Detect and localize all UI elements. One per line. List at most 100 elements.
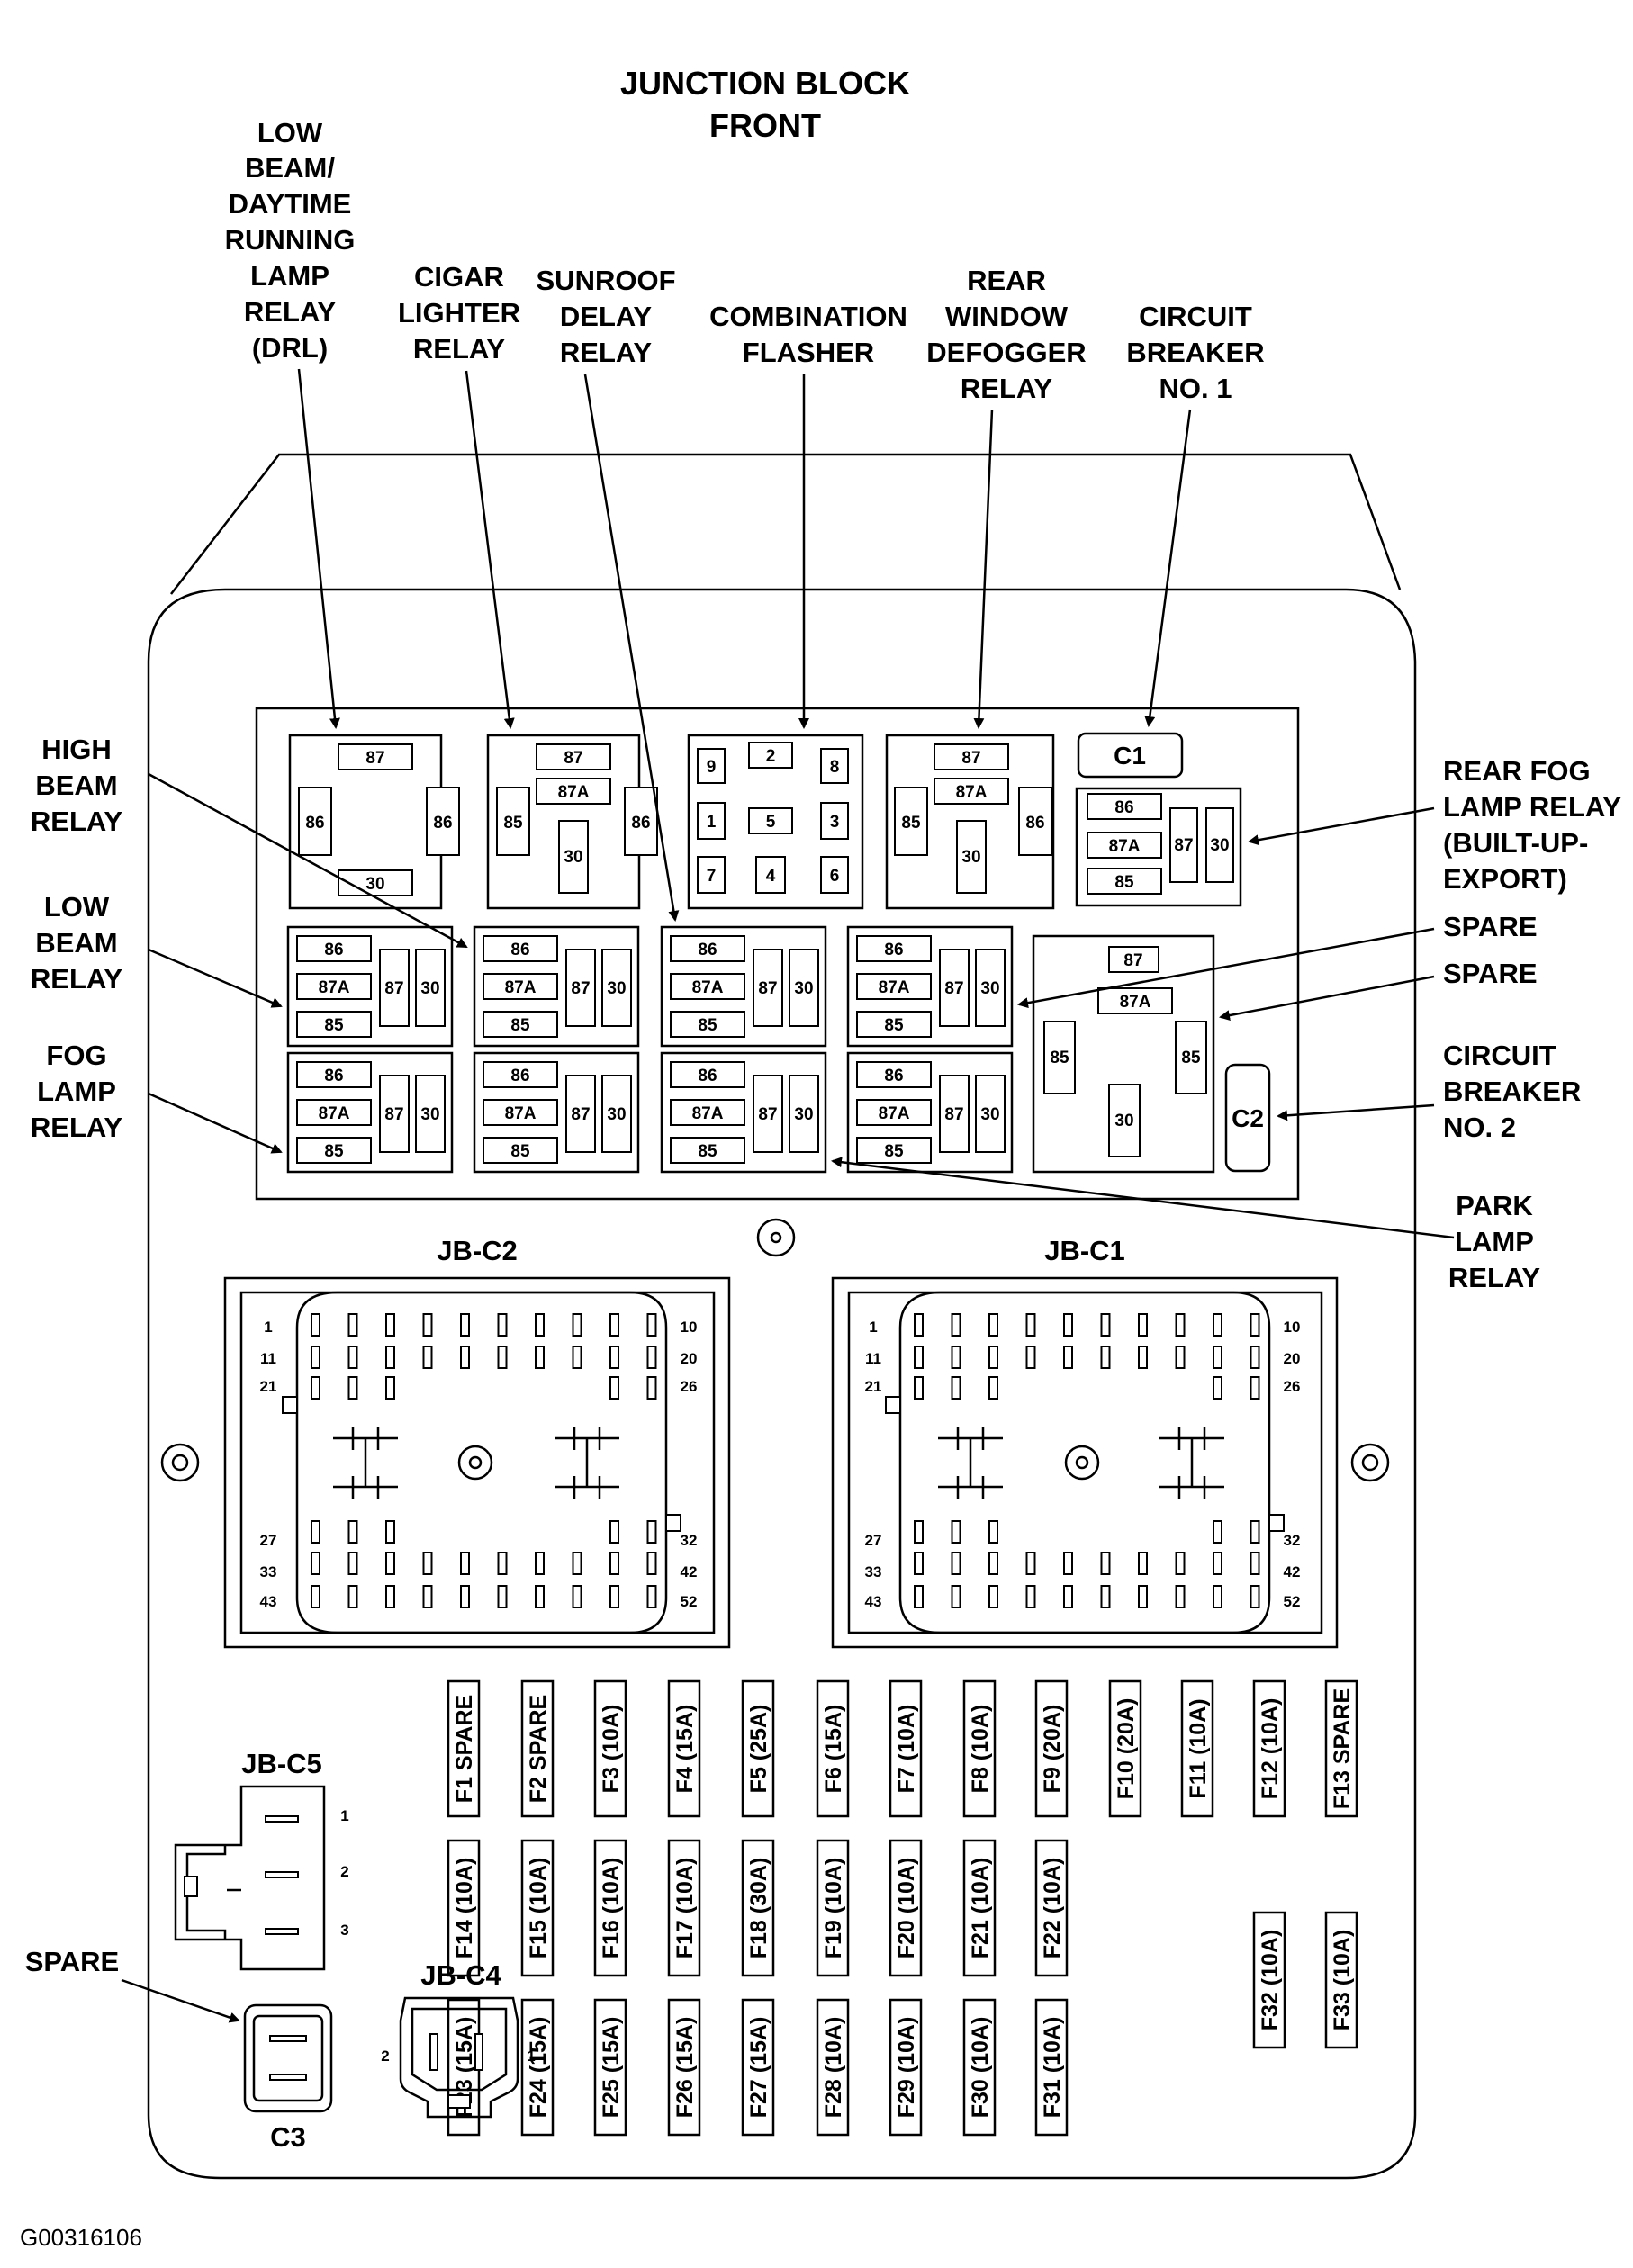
svg-text:F16 (10A): F16 (10A) [599, 1858, 624, 1959]
svg-text:1: 1 [707, 813, 717, 832]
combination-flasher: 9 2 8 1 5 3 7 4 6 [687, 734, 864, 910]
svg-text:HIGH: HIGH [41, 734, 112, 765]
svg-text:30: 30 [961, 848, 980, 867]
connector-pin-slot [1213, 1313, 1222, 1336]
svg-text:87: 87 [758, 1105, 777, 1124]
svg-text:F26 (15A): F26 (15A) [672, 2017, 698, 2119]
svg-text:RELAY: RELAY [31, 1112, 123, 1143]
fuse: F31 (10A) [1034, 1998, 1069, 2137]
left-mount-screw [160, 1443, 200, 1482]
svg-text:87A: 87A [558, 783, 590, 802]
connector-pin-slot [311, 1376, 320, 1400]
svg-text:PARK: PARK [1456, 1190, 1533, 1221]
svg-text:F7 (10A): F7 (10A) [894, 1705, 919, 1794]
fuse: F17 (10A) [667, 1839, 701, 1977]
connector-pin-slot [609, 1376, 619, 1400]
svg-text:NO. 2: NO. 2 [1443, 1112, 1516, 1143]
connector-pin-slot [1100, 1346, 1111, 1369]
svg-text:11: 11 [260, 1350, 276, 1367]
connector-pin-slot [1138, 1585, 1148, 1608]
fuse: F13 SPARE [1324, 1679, 1358, 1818]
fuse: F22 (10A) [1034, 1839, 1069, 1977]
connector-pin-slot [347, 1520, 358, 1544]
svg-text:C2: C2 [1232, 1104, 1264, 1132]
callout-spare-2: SPARE [1443, 958, 1538, 989]
svg-text:87: 87 [571, 979, 590, 998]
svg-text:F32 (10A): F32 (10A) [1258, 1930, 1283, 2031]
connector-pin-slot [609, 1552, 619, 1575]
svg-text:87A: 87A [319, 1104, 350, 1123]
fuse: F33 (10A) [1324, 1911, 1358, 2049]
low-beam-relay: 86 87A 85 87 30 [286, 925, 454, 1048]
connector-pin-slot [1250, 1376, 1260, 1400]
connector-pin-slot [1063, 1552, 1073, 1575]
callout-spare-c3: SPARE [25, 1946, 120, 1977]
svg-text:87: 87 [571, 1105, 590, 1124]
svg-text:85: 85 [324, 1142, 344, 1161]
svg-text:20: 20 [681, 1350, 698, 1367]
svg-text:LAMP: LAMP [250, 260, 329, 292]
connector-pin-slot [988, 1552, 998, 1575]
fuse: F10 (20A) [1108, 1679, 1142, 1818]
svg-text:85: 85 [510, 1142, 530, 1161]
svg-text:2: 2 [766, 747, 776, 766]
svg-text:87A: 87A [505, 978, 537, 997]
svg-text:F18 (30A): F18 (30A) [746, 1858, 771, 1959]
connector-pin-slot [497, 1585, 508, 1608]
svg-text:30: 30 [794, 1105, 813, 1124]
svg-text:87A: 87A [692, 978, 724, 997]
callout-high-beam: HIGH BEAM RELAY [31, 734, 123, 837]
connector-pin-slot [347, 1585, 358, 1608]
svg-text:F12 (10A): F12 (10A) [1258, 1698, 1283, 1800]
svg-text:43: 43 [865, 1593, 882, 1610]
svg-text:86: 86 [884, 940, 903, 959]
svg-text:85: 85 [698, 1016, 717, 1035]
connector-pin-slot [572, 1346, 582, 1369]
connector-pin-slot [1213, 1552, 1222, 1575]
svg-text:RELAY: RELAY [244, 296, 337, 328]
connector-pin-slot [988, 1376, 998, 1400]
svg-text:BREAKER: BREAKER [1443, 1076, 1581, 1107]
svg-text:F4 (15A): F4 (15A) [672, 1705, 698, 1794]
c3-connector [243, 2003, 333, 2113]
svg-text:F17 (10A): F17 (10A) [672, 1858, 698, 1959]
svg-text:2: 2 [381, 2048, 389, 2065]
drl-relay: 87 86 86 30 [288, 734, 460, 910]
connector-pin-slot [347, 1552, 358, 1575]
figure-id: G00316106 [20, 2224, 142, 2251]
connector-pin-slot [951, 1313, 961, 1336]
connector-pin-slot [951, 1520, 961, 1544]
svg-text:30: 30 [980, 979, 999, 998]
fuse: F2 SPARE [520, 1679, 555, 1818]
title-line-1: JUNCTION BLOCK [620, 65, 910, 102]
svg-text:86: 86 [510, 940, 529, 959]
connector-pin-slot [1213, 1520, 1222, 1544]
svg-text:F19 (10A): F19 (10A) [821, 1858, 846, 1959]
svg-text:(BUILT-UP-: (BUILT-UP- [1443, 827, 1588, 859]
connector-pin-slot [1063, 1346, 1073, 1369]
connector-pin-slot [1138, 1313, 1148, 1336]
svg-text:BREAKER: BREAKER [1126, 337, 1264, 368]
svg-text:LOW: LOW [44, 891, 110, 922]
svg-text:30: 30 [420, 1105, 439, 1124]
svg-text:43: 43 [260, 1593, 277, 1610]
svg-text:F10 (20A): F10 (20A) [1114, 1698, 1139, 1800]
svg-text:86: 86 [631, 814, 650, 832]
svg-text:87: 87 [944, 1105, 963, 1124]
connector-pin-slot [1063, 1585, 1073, 1608]
svg-text:F31 (10A): F31 (10A) [1040, 2017, 1065, 2119]
connector-pin-slot [914, 1376, 924, 1400]
callout-sunroof: SUNROOF DELAY RELAY [537, 265, 676, 368]
svg-text:87A: 87A [692, 1104, 724, 1123]
svg-text:F9 (20A): F9 (20A) [1040, 1705, 1065, 1794]
connector-pin-slot [988, 1346, 998, 1369]
svg-text:10: 10 [1284, 1318, 1301, 1336]
fuse: F5 (25A) [741, 1679, 775, 1818]
relay-row2-col4: 86 87A 85 87 30 [846, 1051, 1014, 1174]
svg-text:20: 20 [1284, 1350, 1301, 1367]
svg-text:86: 86 [324, 1066, 343, 1085]
connector-pin-slot [988, 1313, 998, 1336]
svg-text:F3 (10A): F3 (10A) [599, 1705, 624, 1794]
sunroof-delay-relay: 86 87A 85 87 30 [660, 925, 827, 1048]
